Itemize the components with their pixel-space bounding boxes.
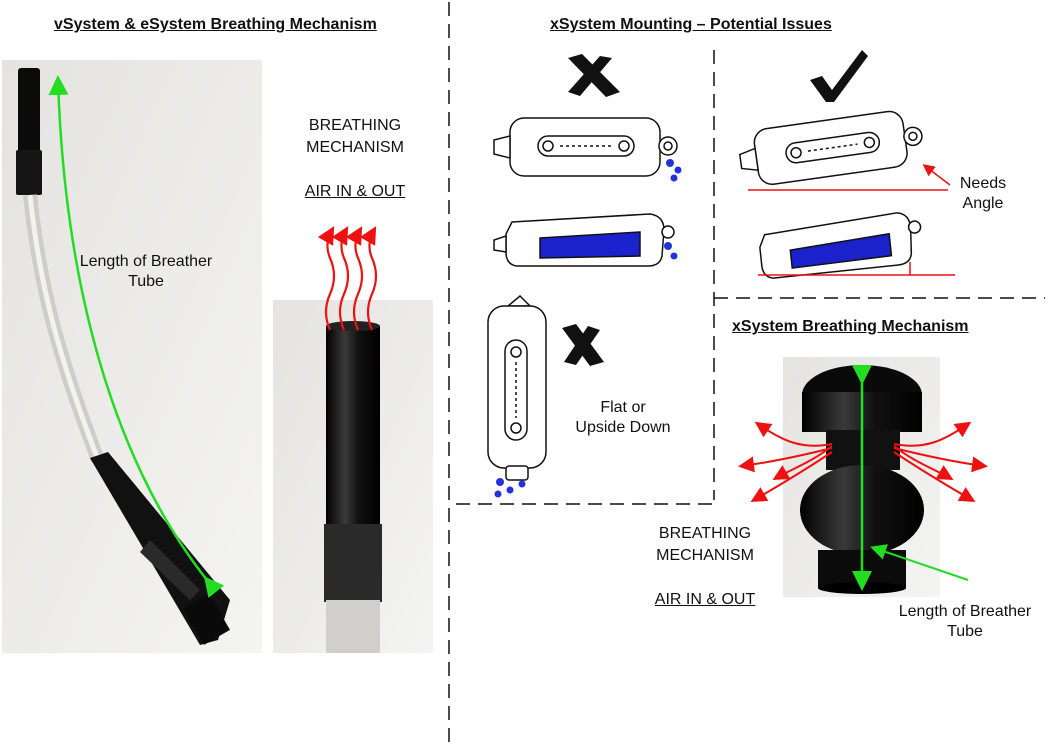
air-in-out-label: AIR IN & OUT: [304, 183, 406, 200]
needs-angle-label: Needs Angle: [959, 175, 1007, 212]
mounting-title: xSystem Mounting – Potential Issues: [550, 16, 832, 33]
vertical-breather-photo: [273, 226, 433, 653]
water-drop: [670, 252, 678, 260]
water-drop: [494, 490, 502, 498]
breathing-label-line1: BREATHING: [308, 117, 402, 134]
water-drop: [666, 159, 674, 167]
tube-length-label: Length of Breather Tube: [79, 253, 213, 290]
breather-tube-photo: [2, 60, 262, 653]
xsystem-breathing-line1: BREATHING: [658, 525, 752, 542]
xsystem-tube-length-label: Length of Breather Tube: [898, 603, 1032, 640]
device-side-top: [493, 213, 675, 267]
water-drop: [496, 478, 504, 486]
water-drop: [664, 242, 672, 250]
angle-pointer: [922, 164, 951, 186]
left-title: vSystem & eSystem Breathing Mechanism: [54, 16, 377, 33]
breathing-label-line2: MECHANISM: [306, 139, 404, 156]
xsystem-breather-photo: [738, 357, 988, 597]
cross-mark-middle: [562, 324, 604, 366]
xsystem-air-label: AIR IN & OUT: [654, 591, 756, 608]
device-side-angled: [759, 212, 922, 279]
check-mark: [810, 50, 868, 102]
device-angled-good: [738, 110, 923, 185]
xsystem-breathing-line2: MECHANISM: [656, 547, 754, 564]
flat-upside-down-label: Flat or Upside Down: [575, 399, 671, 436]
device-vertical: [487, 294, 547, 481]
water-drop: [674, 166, 682, 174]
xsystem-breathing-title: xSystem Breathing Mechanism: [732, 318, 969, 335]
water-drop: [506, 486, 514, 494]
water-drop: [518, 480, 526, 488]
device-horizontal-top: [493, 117, 678, 177]
cross-mark-top: [568, 54, 620, 97]
water-drop: [670, 174, 678, 182]
